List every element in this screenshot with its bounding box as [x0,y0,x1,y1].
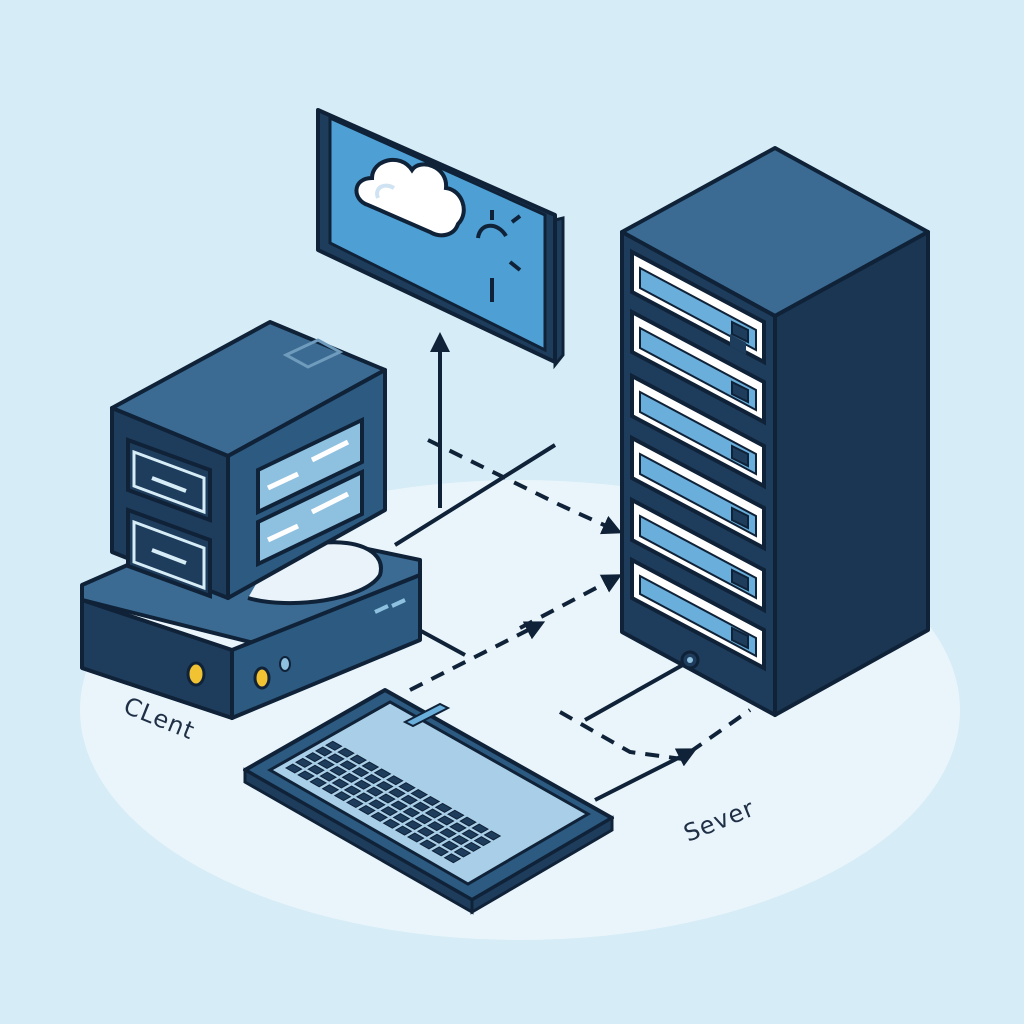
client-panel-1 [256,416,364,516]
keyboard-key [471,823,489,834]
keyboard-key [343,785,362,796]
display-panel [316,108,565,370]
keyboard-key [304,752,323,763]
keyboard-key [392,813,411,824]
led-yellow-1 [186,661,206,687]
keyboard-key [339,760,357,771]
led-yellow-2 [253,666,271,690]
keyboard-key [319,771,337,782]
keyboard-key [394,825,413,836]
server-bay-6 [630,556,766,672]
line-dashed-server-right [688,708,752,754]
keyboard [243,688,614,915]
sun-icon [476,210,522,302]
keyboard-key [416,826,435,837]
keyboard-key [400,794,418,805]
keyboard-key [422,795,441,806]
keyboard-key [329,765,347,776]
keyboard-key [358,804,376,815]
keyboard-key [333,791,352,802]
keyboard-key [463,841,482,852]
keyboard-key [307,764,325,775]
keyboard-key [331,778,350,789]
keyboard-key [345,798,364,809]
keyboard-key [414,814,433,825]
keyboard-key [453,847,472,858]
keyboard-key [317,759,335,770]
server-rack [620,146,930,717]
cloud-icon [354,158,466,238]
keyboard-key [351,767,370,778]
keyboard-key [436,815,455,826]
connections [393,332,752,802]
keyboard-key [385,775,404,786]
keyboard-key [441,840,459,851]
keyboard-key [404,819,423,830]
keyboard-key [461,829,479,840]
keyboard-key [451,834,469,845]
keyboard-key [284,763,303,774]
keyboard-key-grid [284,740,502,864]
keyboard-key [406,832,425,843]
keyboard-key [446,809,465,820]
keyboard-key [373,768,392,779]
keyboard-key [349,754,367,765]
keyboard-key [410,789,428,800]
keyboard-key [297,770,315,781]
keyboard-key [355,792,374,803]
client-drive-bay-2 [126,507,212,599]
keyboard-key [363,774,382,785]
keyboard-key [434,802,453,813]
keyboard-key [314,746,333,757]
line-keyboard-to-server [594,748,698,802]
keyboard-key [370,811,388,822]
arrow-dashed-server-lower [559,710,691,762]
led-blue [279,656,291,672]
keyboard-key [382,818,401,829]
keyboard-key [426,821,445,832]
keyboard-key [431,846,449,857]
keyboard-key [294,757,313,768]
client-panel-2 [256,468,364,568]
keyboard-key [388,787,406,798]
line-client-solid [393,443,557,547]
client-drive-bay-1 [126,437,212,523]
keyboard-key [378,793,396,804]
keyboard-key [443,853,462,864]
keyboard-key [341,772,360,783]
keyboard-key [368,799,386,810]
keyboard-key [309,777,327,788]
keyboard-key [473,836,492,847]
keyboard-key [324,740,343,751]
keyboard-key [361,761,380,772]
arrow-dashed-to-server-middle [519,574,623,630]
keyboard-key [459,816,477,827]
keyboard-key [412,801,431,812]
arrow-dashed-to-server-upper [427,438,623,535]
keyboard-keys-area [266,700,592,886]
keyboard-key [402,807,421,818]
keyboard-key [327,753,345,764]
keyboard-key [365,786,384,797]
keyboard-key [337,747,355,758]
keyboard-key [439,828,457,839]
keyboard-key [483,830,502,841]
keyboard-key [380,806,398,817]
keyboard-key [424,808,443,819]
keyboard-key [390,800,408,811]
client-tower [110,320,387,600]
keyboard-key [398,782,416,793]
keyboard-key [321,784,340,795]
keyboard-key [353,779,372,790]
keyboard-key [419,839,437,850]
keyboard-key [429,833,447,844]
keyboard-key [375,780,394,791]
line-server-bottom [584,660,689,722]
keyboard-key [449,822,467,833]
